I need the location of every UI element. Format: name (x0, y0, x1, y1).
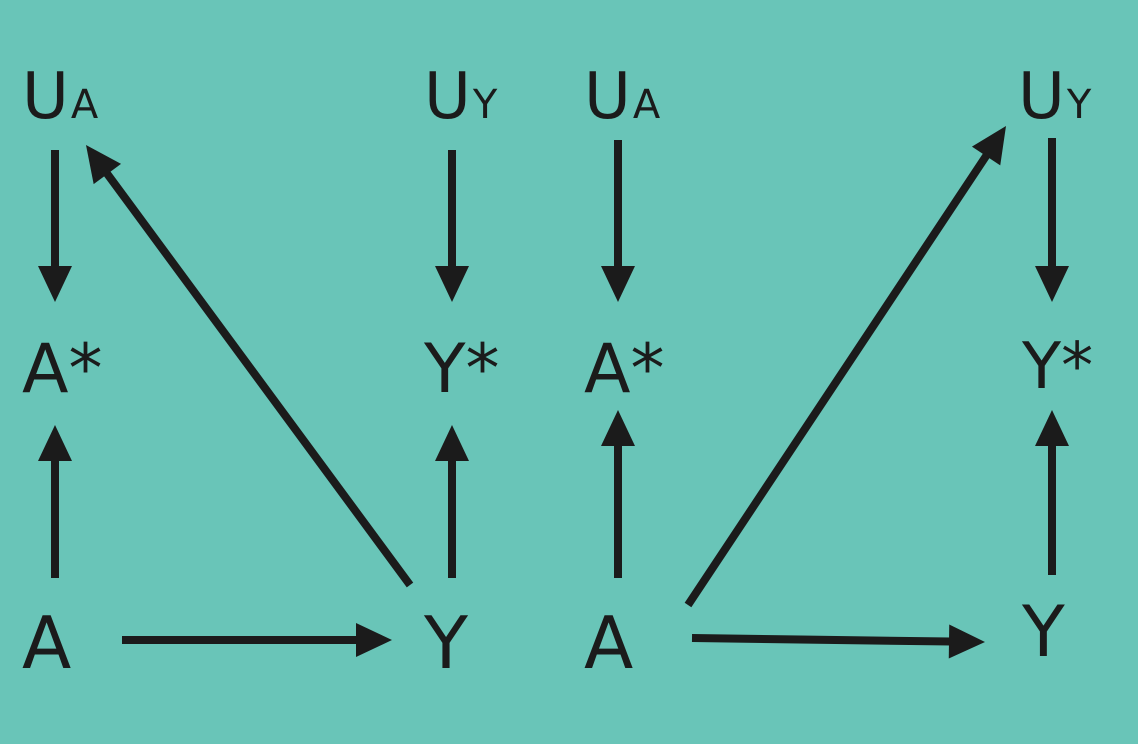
node-uy: UY (424, 60, 498, 134)
diagram-1: UA UY A* Y* A Y (22, 60, 500, 685)
node-a: A (22, 601, 71, 685)
edge-a-to-uy (684, 126, 1006, 608)
arrow-head (971, 126, 1006, 166)
edge-ua-to-astar (38, 150, 72, 302)
edge-a-to-astar (601, 410, 635, 578)
node-y: Y (423, 601, 469, 685)
node-ystar: Y* (1021, 330, 1093, 404)
node-ua: UA (584, 60, 661, 134)
edge-ua-to-astar (601, 140, 635, 302)
arrow-head (38, 425, 72, 461)
edge-uy-to-ystar (435, 150, 469, 302)
arrow-head (601, 266, 635, 302)
arrow-head (1035, 266, 1069, 302)
node-ystar: Y* (423, 330, 500, 409)
node-uy: UY (1018, 60, 1092, 134)
node-ua: UA (22, 60, 99, 134)
arrow-head (601, 410, 635, 446)
node-astar: A* (584, 330, 665, 409)
edge-a-to-y (122, 623, 392, 657)
diagram-2: UA UY A* Y* A Y (584, 60, 1093, 685)
node-y: Y (1021, 591, 1065, 673)
arrow-shaft (691, 634, 952, 646)
arrow-head (38, 266, 72, 302)
arrow-head (356, 623, 392, 657)
edge-y-to-ystar (1035, 410, 1069, 575)
edge-a-to-y (691, 624, 985, 659)
arrow-head (435, 266, 469, 302)
edge-y-to-ua (86, 145, 414, 588)
arrow-shaft (684, 152, 991, 608)
arrow-head (86, 145, 122, 185)
edge-a-to-astar (38, 425, 72, 578)
arrow-shaft (102, 170, 414, 588)
arrow-head (435, 425, 469, 461)
edge-uy-to-ystar (1035, 138, 1069, 302)
edge-y-to-ystar (435, 425, 469, 578)
node-a: A (584, 601, 633, 685)
node-astar: A* (22, 330, 103, 409)
arrow-head (1035, 410, 1069, 446)
arrow-head (948, 624, 985, 659)
